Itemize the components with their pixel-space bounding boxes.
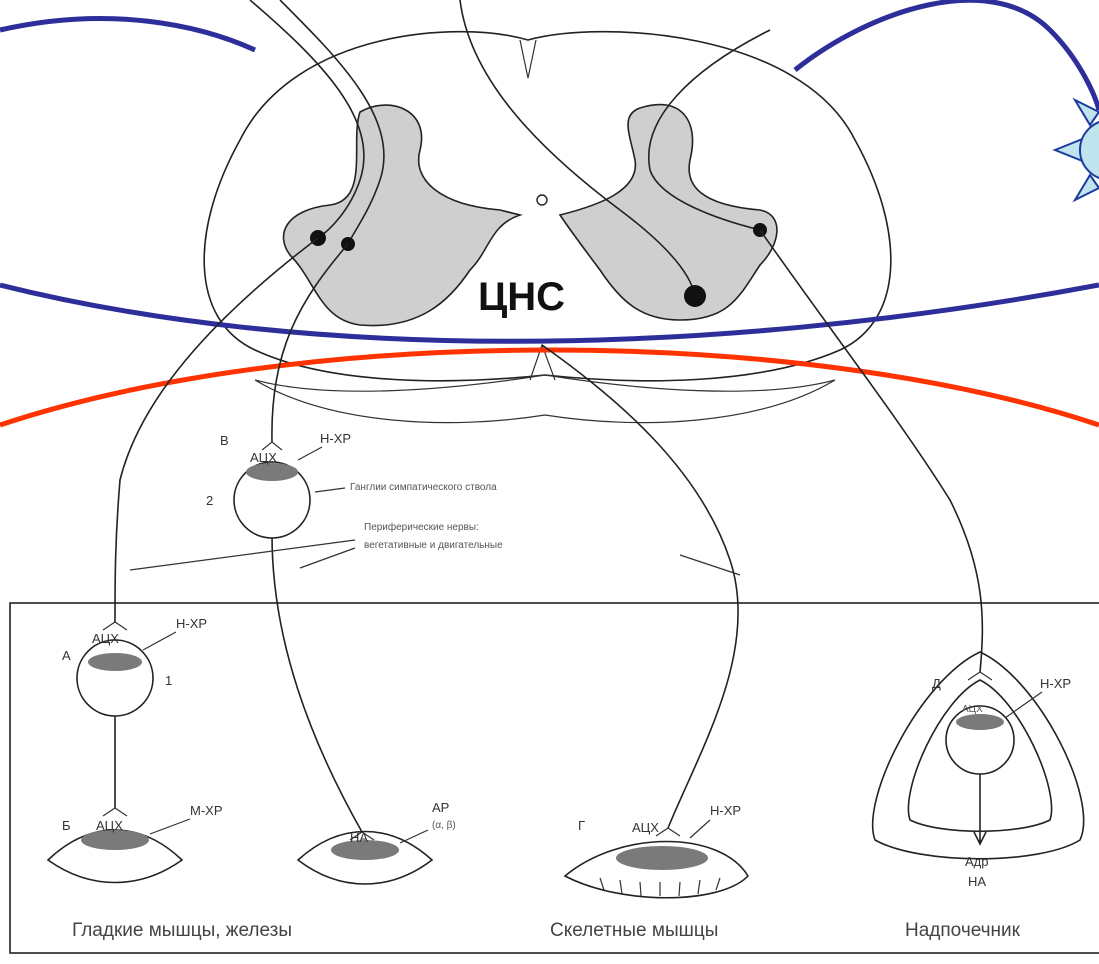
ganglion-v-number: 2 (206, 493, 213, 508)
ganglion-v-receptor-label: Н-ХР (320, 431, 351, 446)
neuron-body-4 (684, 285, 706, 307)
caption-adrenal: Надпочечник (905, 920, 1021, 941)
peripheral-nerves-caption-line2: вегетативные и двигательные (364, 540, 503, 551)
effector-g-receptor (616, 846, 708, 870)
effector-b-receptor (81, 830, 149, 850)
spinal-cord-section: ЦНС (204, 0, 891, 423)
grey-matter-right (560, 105, 777, 320)
adrenal-d: Д АЦХ Н-ХР Адр НА (873, 652, 1084, 889)
effector-na-label: НА (350, 830, 368, 845)
nerve-to-g (542, 345, 738, 828)
ganglion-v-ach: АЦХ (250, 450, 277, 465)
periphery-panel (10, 603, 1099, 953)
effector-g-ach: АЦХ (632, 820, 659, 835)
effector-g-receptor-arrow (690, 820, 710, 838)
adrenal-adr-label: Адр (965, 854, 989, 869)
neuron-a-letter: А (62, 648, 71, 663)
adrenal-ach: АЦХ (962, 704, 983, 715)
adrenal-secretion-arrow (974, 774, 986, 844)
neuron-a-synapse (103, 622, 127, 630)
ganglion-v-receptor-arrow (298, 447, 322, 460)
effector-b-receptor-label: М-ХР (190, 803, 223, 818)
ganglion-v-receptor (246, 463, 298, 481)
effector-na-ar-sub: (α, β) (432, 820, 456, 831)
adrenal-synapse (968, 672, 992, 680)
cns-boundary-curve-left (0, 19, 255, 50)
effector-na-ar-label: АР (432, 800, 449, 815)
effector-na: НА АР (α, β) (298, 800, 456, 884)
neuron-a: А 1 АЦХ Н-ХР (62, 616, 207, 808)
neuron-a-number: 1 (165, 673, 172, 688)
cns-boundary-curve-right (795, 0, 1099, 110)
ganglion-v-caption: Ганглии симпатического ствола (350, 482, 497, 493)
effector-g: Г АЦХ Н-ХР (565, 803, 748, 898)
adrenal-na-label: НА (968, 874, 986, 889)
effector-b: Б АЦХ М-ХР (48, 803, 223, 883)
effector-g-synapse (656, 828, 680, 836)
nerves-arrow-middle (300, 548, 355, 568)
effector-g-receptor-label: Н-ХР (710, 803, 741, 818)
star-ray-bottom (1075, 175, 1099, 200)
nerve-to-a (115, 238, 318, 622)
effector-g-letter: Г (578, 818, 585, 833)
neuron-a-ach: АЦХ (92, 631, 119, 646)
central-canal (537, 195, 547, 205)
nerves-arrow-left (130, 540, 355, 570)
cns-label: ЦНС (478, 275, 565, 319)
ganglion-v-letter: В (220, 433, 229, 448)
adrenal-receptor (956, 714, 1004, 730)
neuron-a-receptor (88, 653, 142, 671)
effector-b-ach: АЦХ (96, 818, 123, 833)
ganglion-v-synapse (262, 442, 282, 450)
effector-b-synapse (103, 808, 127, 816)
effector-na-receptor-arrow (400, 830, 428, 843)
effector-b-letter: Б (62, 818, 71, 833)
neuron-a-receptor-label: Н-ХР (176, 616, 207, 631)
nerve-to-d (760, 230, 982, 672)
effector-b-receptor-arrow (150, 819, 190, 834)
adrenal-letter: Д (932, 676, 941, 691)
caption-smooth-muscle: Гладкие мышцы, железы (72, 920, 292, 941)
star-symbol (1055, 100, 1099, 200)
peripheral-nerves-caption-line1: Периферические нервы: (364, 521, 479, 533)
adrenal-receptor-label: Н-ХР (1040, 676, 1071, 691)
nerve-ganglion-to-na (272, 535, 362, 832)
dorsal-median-sulcus (520, 40, 536, 78)
spinal-cord-inner-outline (255, 375, 835, 423)
neuron-a-body (77, 640, 153, 716)
caption-skeletal-muscle: Скелетные мышцы (550, 920, 718, 941)
neuron-a-receptor-arrow (143, 632, 176, 650)
ganglion-v-caption-arrow (315, 488, 345, 492)
star-center (1080, 120, 1099, 180)
